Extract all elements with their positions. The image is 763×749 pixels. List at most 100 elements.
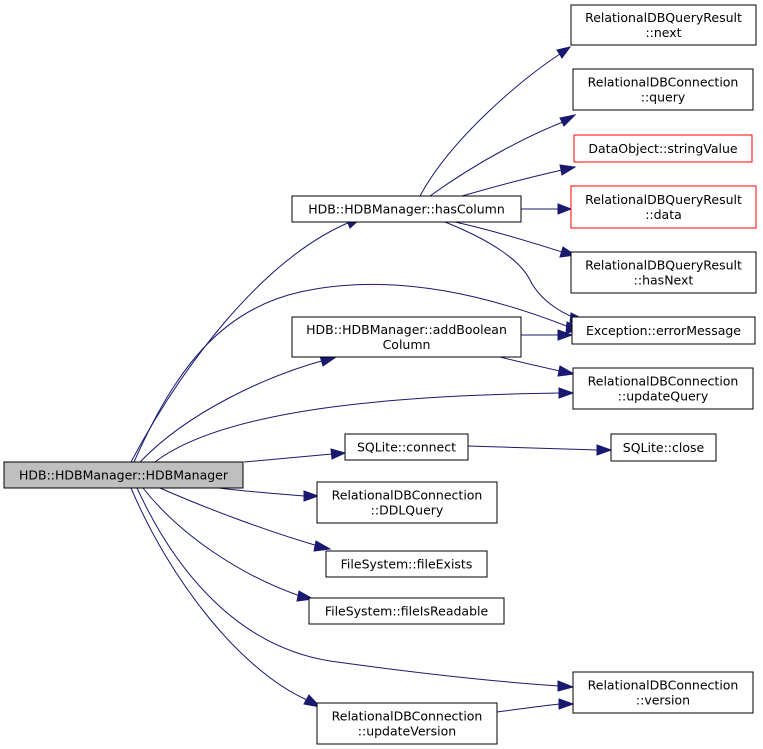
- edge-root-to-file-is-readable: [142, 487, 315, 602]
- edge-root-to-error-message-line: [133, 283, 570, 463]
- arrowhead-icon: [556, 46, 572, 59]
- node-box: [570, 251, 757, 294]
- arrowhead-icon: [557, 329, 574, 341]
- node-box: [3, 461, 244, 489]
- node-label: ::updateQuery: [618, 389, 709, 404]
- edge-has-column-to-conn-query-line: [429, 121, 564, 197]
- node-label: ::hasNext: [634, 273, 694, 288]
- node-box: [572, 671, 754, 714]
- node-label: FileSystem::fileExists: [341, 557, 473, 572]
- node-label: HDB::HDBManager::HDBManager: [19, 468, 229, 483]
- edge-has-column-to-result-has-next-line: [454, 221, 563, 253]
- node-result-data[interactable]: RelationalDBQueryResult::data: [570, 185, 757, 229]
- node-label: RelationalDBQueryResult: [585, 192, 742, 207]
- node-box: [291, 195, 522, 223]
- edge-root-to-conn-version: [136, 487, 575, 692]
- node-result-next[interactable]: RelationalDBQueryResult::next: [570, 4, 757, 46]
- node-sqlite-close[interactable]: SQLite::close: [610, 433, 717, 462]
- arrowhead-icon: [303, 490, 320, 502]
- node-label: HDB::HDBManager::hasColumn: [308, 202, 505, 217]
- edge-add-boolean-to-error-message: [521, 329, 574, 341]
- node-string-value[interactable]: DataObject::stringValue: [573, 134, 753, 163]
- node-label: RelationalDBQueryResult: [585, 10, 742, 25]
- arrowhead-icon: [558, 387, 575, 399]
- node-box: [610, 433, 717, 462]
- node-sqlite-connect[interactable]: SQLite::connect: [344, 433, 469, 461]
- node-label: RelationalDBConnection: [588, 678, 739, 693]
- edge-has-column-to-string-value: [461, 164, 577, 197]
- edge-root-to-ddl-query-line: [218, 487, 306, 497]
- node-error-message[interactable]: Exception::errorMessage: [571, 316, 756, 345]
- node-label: SQLite::connect: [357, 440, 456, 455]
- edge-has-column-to-result-next: [419, 46, 572, 197]
- node-label: ::next: [645, 25, 681, 40]
- node-result-has-next[interactable]: RelationalDBQueryResult::hasNext: [570, 251, 757, 294]
- node-box: [572, 68, 754, 111]
- edge-sqlite-connect-to-close-line: [467, 445, 599, 451]
- arrowhead-icon: [303, 694, 322, 708]
- edges: [130, 46, 613, 713]
- node-box: [325, 550, 488, 578]
- node-conn-version[interactable]: RelationalDBConnection::version: [572, 671, 754, 714]
- node-box: [291, 316, 522, 358]
- node-box: [572, 367, 754, 410]
- node-update-query[interactable]: RelationalDBConnection::updateQuery: [572, 367, 754, 410]
- node-conn-query[interactable]: RelationalDBConnection::query: [572, 68, 754, 111]
- edge-has-column-to-string-value-line: [461, 169, 563, 197]
- node-label: ::DDLQuery: [371, 503, 444, 518]
- node-box: [573, 134, 753, 163]
- node-box: [344, 433, 469, 461]
- edge-has-column-to-result-data: [521, 203, 573, 215]
- node-file-exists[interactable]: FileSystem::fileExists: [325, 550, 488, 578]
- node-label: SQLite::close: [623, 440, 705, 455]
- node-label: ::updateVersion: [358, 724, 456, 739]
- arrowhead-icon: [559, 164, 577, 176]
- node-label: ::version: [636, 693, 690, 708]
- node-box: [308, 597, 505, 625]
- node-label: RelationalDBConnection: [588, 75, 739, 90]
- node-label: ::data: [645, 207, 682, 222]
- node-box: [570, 4, 757, 46]
- node-label: Column: [383, 337, 431, 352]
- node-label: FileSystem::fileIsReadable: [325, 604, 489, 619]
- edge-root-to-file-exists: [159, 487, 332, 552]
- edge-has-column-to-result-next-line: [419, 53, 561, 197]
- edge-root-to-update-version-line: [130, 487, 308, 701]
- edge-root-to-update-query-line: [154, 392, 561, 463]
- edge-root-to-file-exists-line: [159, 487, 319, 547]
- node-label: RelationalDBConnection: [332, 488, 483, 503]
- node-ddl-query[interactable]: RelationalDBConnection::DDLQuery: [316, 481, 498, 524]
- arrowhead-icon: [557, 203, 573, 215]
- node-label: Exception::errorMessage: [586, 323, 741, 338]
- edge-has-column-to-result-has-next: [454, 221, 577, 258]
- node-box: [316, 481, 498, 524]
- nodes: HDB::HDBManager::HDBManager HDB::HDBManag…: [3, 4, 757, 745]
- arrowhead-icon: [313, 540, 332, 552]
- edge-root-to-update-query: [154, 387, 575, 463]
- node-box: [571, 316, 756, 345]
- edge-root-to-update-version: [130, 487, 322, 708]
- edge-root-to-file-is-readable-line: [142, 487, 301, 597]
- node-update-version[interactable]: RelationalDBConnection::updateVersion: [316, 702, 498, 745]
- arrowhead-icon: [557, 365, 576, 377]
- edge-sqlite-connect-to-close: [467, 444, 613, 456]
- node-root[interactable]: HDB::HDBManager::HDBManager: [3, 461, 244, 489]
- node-file-is-readable[interactable]: FileSystem::fileIsReadable: [308, 597, 505, 625]
- node-label: RelationalDBConnection: [332, 709, 483, 724]
- arrowhead-icon: [558, 698, 575, 710]
- edge-add-boolean-to-update-query-line: [499, 356, 561, 372]
- node-has-column[interactable]: HDB::HDBManager::hasColumn: [291, 195, 522, 223]
- node-label: RelationalDBQueryResult: [585, 258, 742, 273]
- edge-root-to-sqlite-connect-line: [243, 453, 333, 463]
- node-label: HDB::HDBManager::addBoolean: [306, 322, 507, 337]
- edge-update-version-to-conn-version-line: [496, 703, 561, 713]
- edge-root-to-conn-version-line: [136, 487, 560, 687]
- arrowhead-icon: [596, 444, 613, 456]
- node-label: ::query: [641, 90, 686, 105]
- edge-root-to-add-boolean-column-line: [139, 359, 326, 463]
- arrowhead-icon: [559, 114, 577, 127]
- edge-update-version-to-conn-version: [496, 698, 575, 713]
- edge-root-to-sqlite-connect: [243, 448, 347, 463]
